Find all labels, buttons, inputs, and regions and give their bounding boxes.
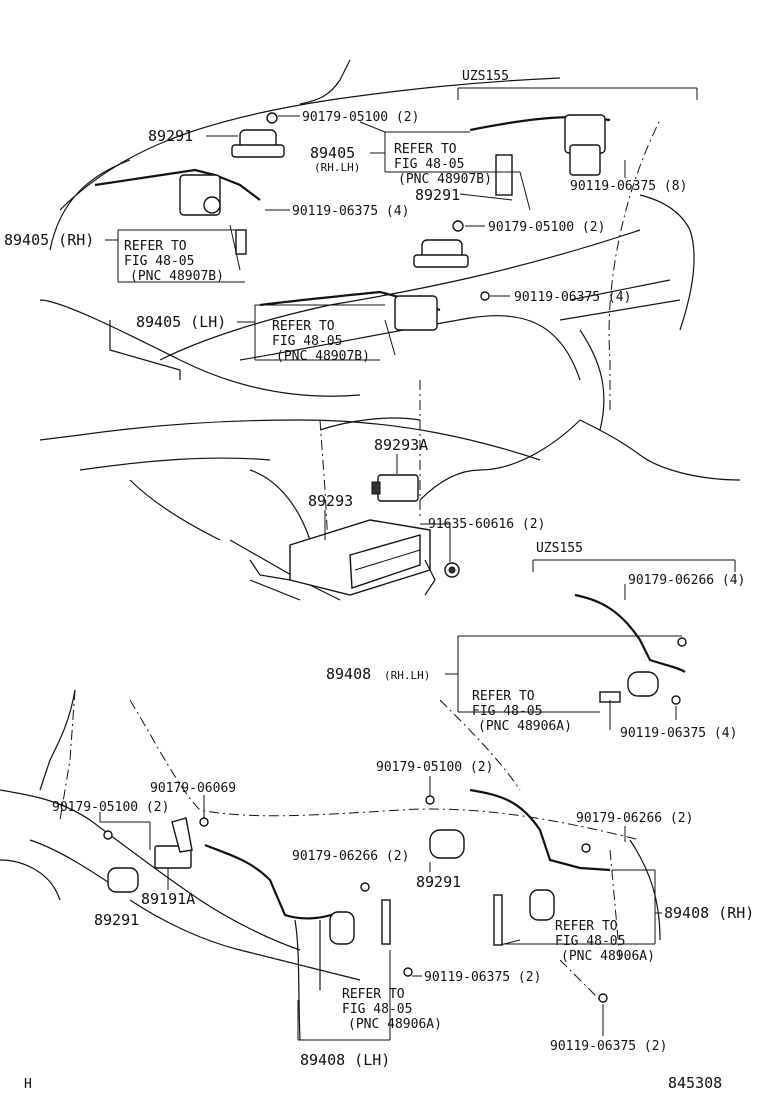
part-labels: UZS155 90179-05100 (2) 89291 89405 (RH.L…	[4, 69, 754, 1092]
label-rh-lh-top: (RH.LH)	[314, 161, 360, 174]
label-fig-48-05-rh: FIG 48-05	[124, 254, 194, 269]
label-89291-bc: 89291	[416, 873, 461, 891]
label-figure-number: 845308	[668, 1074, 722, 1092]
label-pnc-48906a-br: (PNC 48906A)	[561, 949, 655, 964]
label-refer-to-lh: REFER TO	[272, 319, 335, 334]
label-pnc-48906a-mid: (PNC 48906A)	[478, 719, 572, 734]
label-89408: 89408	[326, 665, 371, 683]
label-fig-48-05-br: FIG 48-05	[555, 934, 625, 949]
label-89291-mid: 89291	[415, 186, 460, 204]
sensor-89408-rh-rear	[469, 788, 611, 946]
label-refer-to-top: REFER TO	[394, 142, 457, 157]
label-89291-top: 89291	[148, 127, 193, 145]
label-90179-06266-2-c: 90179-06266 (2)	[292, 849, 409, 864]
label-pnc-48906a-bl: (PNC 48906A)	[348, 1017, 442, 1032]
height-control-sensor-top-left	[231, 112, 285, 158]
label-89405-rh: 89405 (RH)	[4, 231, 94, 249]
label-89405: 89405	[310, 144, 355, 162]
label-90119-06375-2-c: 90119-06375 (2)	[424, 970, 541, 985]
label-corner-h: H	[24, 1077, 32, 1092]
label-uzs155-top: UZS155	[462, 69, 509, 84]
height-control-sensor-rear-left	[103, 830, 139, 893]
height-control-sensor-rear-center	[425, 795, 465, 859]
label-fig-48-05-lh: FIG 48-05	[272, 334, 342, 349]
label-fig-48-05-mid: FIG 48-05	[472, 704, 542, 719]
sensor-link-rh-top	[94, 168, 261, 271]
sensor-link-rh-uzs	[469, 114, 611, 211]
sensor-89408-uzs	[574, 593, 687, 730]
label-rh-lh-mid: (RH.LH)	[384, 669, 430, 682]
label-89408-rh: 89408 (RH)	[664, 904, 754, 922]
label-89293a: 89293A	[374, 436, 428, 454]
label-refer-to-rh: REFER TO	[124, 239, 187, 254]
label-uzs155-mid: UZS155	[536, 541, 583, 556]
label-pnc-48907b-rh: (PNC 48907B)	[130, 269, 224, 284]
label-90179-06266-2-r: 90179-06266 (2)	[576, 811, 693, 826]
label-89291-bl: 89291	[94, 911, 139, 929]
label-89405-lh: 89405 (LH)	[136, 313, 226, 331]
label-90179-05100-bc: 90179-05100 (2)	[376, 760, 493, 775]
label-89293: 89293	[308, 492, 353, 510]
label-90179-05100-bl: 90179-05100 (2)	[52, 800, 169, 815]
label-90179-05100-mid: 90179-05100 (2)	[488, 220, 605, 235]
label-refer-to-br: REFER TO	[555, 919, 618, 934]
label-90179-05100-top: 90179-05100 (2)	[302, 110, 419, 125]
label-pnc-48907b-lh: (PNC 48907B)	[276, 349, 370, 364]
bracket-89191a	[154, 817, 209, 869]
label-89408-lh: 89408 (LH)	[300, 1051, 390, 1069]
label-90119-06375-4-b: 90119-06375 (4)	[514, 290, 631, 305]
label-90179-06266-4: 90179-06266 (4)	[628, 573, 745, 588]
label-fig-48-05-top: FIG 48-05	[394, 157, 464, 172]
label-90119-06375-8: 90119-06375 (8)	[570, 179, 687, 194]
label-refer-to-bl: REFER TO	[342, 987, 405, 1002]
label-refer-to-mid: REFER TO	[472, 689, 535, 704]
sensor-89408-lh-rear	[204, 843, 608, 1003]
height-control-sensor-mid	[413, 220, 469, 268]
relay-89293a	[371, 474, 419, 502]
front-body-outline	[39, 59, 741, 601]
label-90179-06069: 90179-06069	[150, 781, 236, 796]
label-90119-06375-4-a: 90119-06375 (4)	[292, 204, 409, 219]
label-91635-60616: 91635-60616 (2)	[428, 517, 545, 532]
label-pnc-48907b-top: (PNC 48907B)	[398, 172, 492, 187]
sensor-link-lh-top	[259, 290, 490, 356]
label-fig-48-05-bl: FIG 48-05	[342, 1002, 412, 1017]
label-90119-06375-4-c: 90119-06375 (4)	[620, 726, 737, 741]
leader-lines	[99, 87, 736, 1041]
rear-body-outline	[0, 689, 661, 1041]
label-90119-06375-2-r: 90119-06375 (2)	[550, 1039, 667, 1054]
label-89191a: 89191A	[141, 890, 195, 908]
